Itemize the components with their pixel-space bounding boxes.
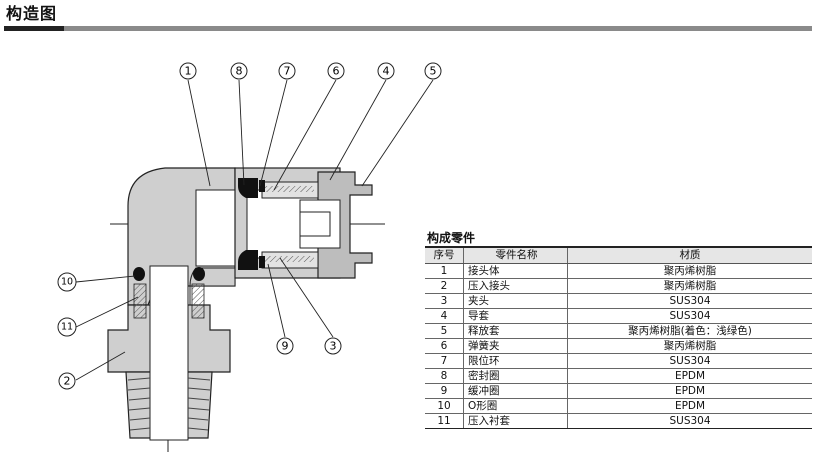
row-name: 释放套 bbox=[463, 323, 568, 339]
row-no: 7 bbox=[425, 353, 464, 369]
callout-4: 4 bbox=[377, 62, 395, 80]
row-material: 聚丙烯树脂(着色：浅绿色) bbox=[567, 323, 812, 339]
row-no: 9 bbox=[425, 383, 464, 399]
callout-5-label: 5 bbox=[430, 65, 437, 78]
callout-6-label: 6 bbox=[333, 65, 340, 78]
row-no: 11 bbox=[425, 413, 464, 429]
row-material: EPDM bbox=[567, 383, 812, 399]
row-no: 8 bbox=[425, 368, 464, 384]
callout-1-label: 1 bbox=[185, 65, 192, 78]
o-ring-right bbox=[193, 267, 205, 281]
row-no: 4 bbox=[425, 308, 464, 324]
column-header-no: 序号 bbox=[425, 246, 464, 264]
row-no: 10 bbox=[425, 398, 464, 414]
callout-9-label: 9 bbox=[282, 340, 289, 353]
o-ring-left bbox=[133, 267, 145, 281]
row-name: 夹头 bbox=[463, 293, 568, 309]
row-material: EPDM bbox=[567, 368, 812, 384]
row-material: SUS304 bbox=[567, 353, 812, 369]
parts-table-header: 序号 零件名称 材质 bbox=[425, 246, 812, 264]
row-no: 3 bbox=[425, 293, 464, 309]
row-material: 聚丙烯树脂 bbox=[567, 278, 812, 294]
row-material: 聚丙烯树脂 bbox=[567, 338, 812, 354]
row-name: 压入衬套 bbox=[463, 413, 568, 429]
seal-lower bbox=[238, 250, 258, 270]
title-rule bbox=[64, 26, 812, 31]
thread-lines bbox=[127, 377, 211, 431]
row-material: 聚丙烯树脂 bbox=[567, 263, 812, 279]
callout-2: 2 bbox=[58, 372, 76, 390]
column-header-material: 材质 bbox=[567, 246, 812, 264]
release-sleeve bbox=[317, 171, 373, 279]
parts-table-title: 构成零件 bbox=[427, 231, 476, 245]
bushing-left bbox=[133, 283, 147, 319]
body-bore bbox=[195, 189, 236, 267]
bushing-right bbox=[191, 283, 205, 319]
callout-3-label: 3 bbox=[330, 340, 337, 353]
row-material: SUS304 bbox=[567, 293, 812, 309]
row-name: 弹簧夹 bbox=[463, 338, 568, 354]
page-title: 构造图 bbox=[6, 4, 58, 23]
callout-2-label: 2 bbox=[64, 375, 71, 388]
callout-11-label: 11 bbox=[61, 322, 73, 333]
callout-9: 9 bbox=[276, 337, 294, 355]
row-material: SUS304 bbox=[567, 413, 812, 429]
row-material: EPDM bbox=[567, 398, 812, 414]
row-no: 1 bbox=[425, 263, 464, 279]
row-no: 6 bbox=[425, 338, 464, 354]
title-underline bbox=[4, 26, 64, 31]
callout-10: 10 bbox=[57, 272, 77, 292]
row-name: 导套 bbox=[463, 308, 568, 324]
callout-4-label: 4 bbox=[383, 65, 390, 78]
callout-3: 3 bbox=[324, 337, 342, 355]
callout-8: 8 bbox=[230, 62, 248, 80]
callout-10-label: 10 bbox=[61, 277, 73, 288]
callout-8-label: 8 bbox=[236, 65, 243, 78]
row-no: 2 bbox=[425, 278, 464, 294]
callout-11: 11 bbox=[57, 317, 77, 337]
row-name: 密封圈 bbox=[463, 368, 568, 384]
callout-7: 7 bbox=[278, 62, 296, 80]
row-material: SUS304 bbox=[567, 308, 812, 324]
row-name: O形圈 bbox=[463, 398, 568, 414]
callout-1: 1 bbox=[179, 62, 197, 80]
row-no: 5 bbox=[425, 323, 464, 339]
stop-ring-lower bbox=[259, 256, 265, 268]
column-header-name: 零件名称 bbox=[463, 246, 568, 264]
seal-upper bbox=[238, 178, 258, 198]
row-name: 接头体 bbox=[463, 263, 568, 279]
leader-lines bbox=[75, 79, 434, 381]
callout-5: 5 bbox=[424, 62, 442, 80]
row-name: 限位环 bbox=[463, 353, 568, 369]
stem-bore bbox=[149, 265, 189, 441]
callout-7-label: 7 bbox=[284, 65, 291, 78]
row-name: 缓冲圈 bbox=[463, 383, 568, 399]
stop-ring-upper bbox=[259, 180, 265, 192]
callout-6: 6 bbox=[327, 62, 345, 80]
row-name: 压入接头 bbox=[463, 278, 568, 294]
